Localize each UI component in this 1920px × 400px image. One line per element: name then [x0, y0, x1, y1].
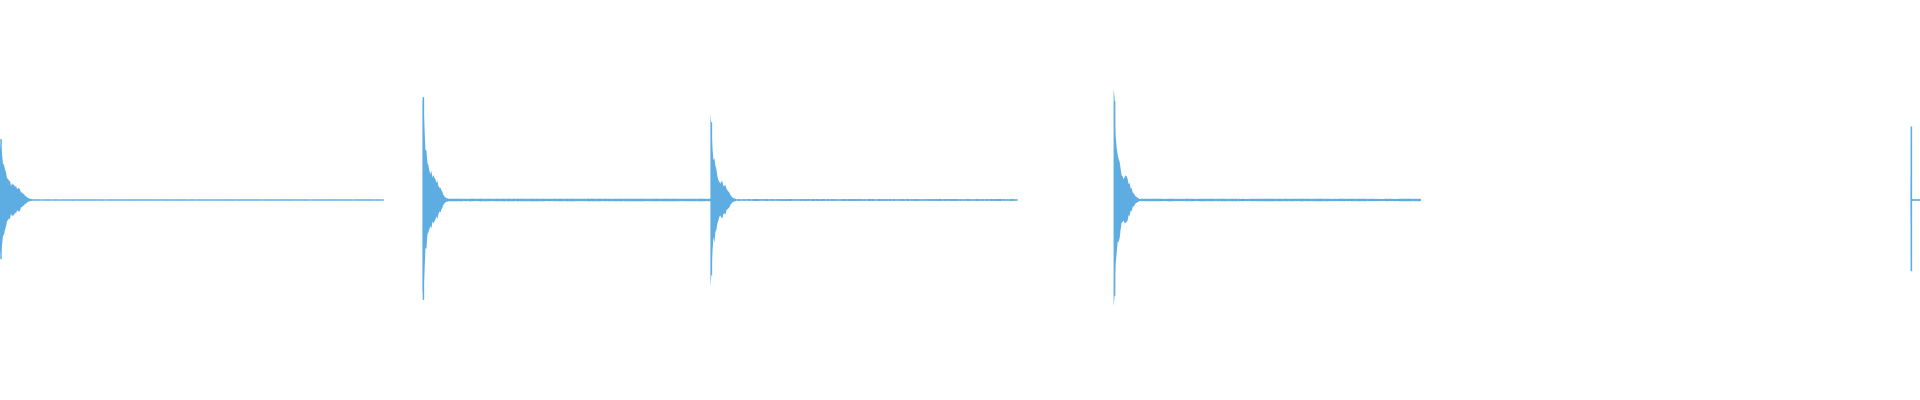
waveform-transient-2: [422, 97, 730, 300]
waveform-envelope: [0, 143, 384, 254]
waveform-events: [0, 88, 1920, 307]
waveform-envelope: [710, 113, 1018, 288]
waveform-transient-5: [1910, 117, 1920, 277]
waveform-transient-3: [710, 113, 1018, 288]
waveform-transient-4: [1113, 88, 1421, 307]
waveform-transient-1: [0, 139, 384, 260]
waveform-envelope: [1113, 88, 1421, 307]
waveform-envelope: [422, 100, 730, 296]
